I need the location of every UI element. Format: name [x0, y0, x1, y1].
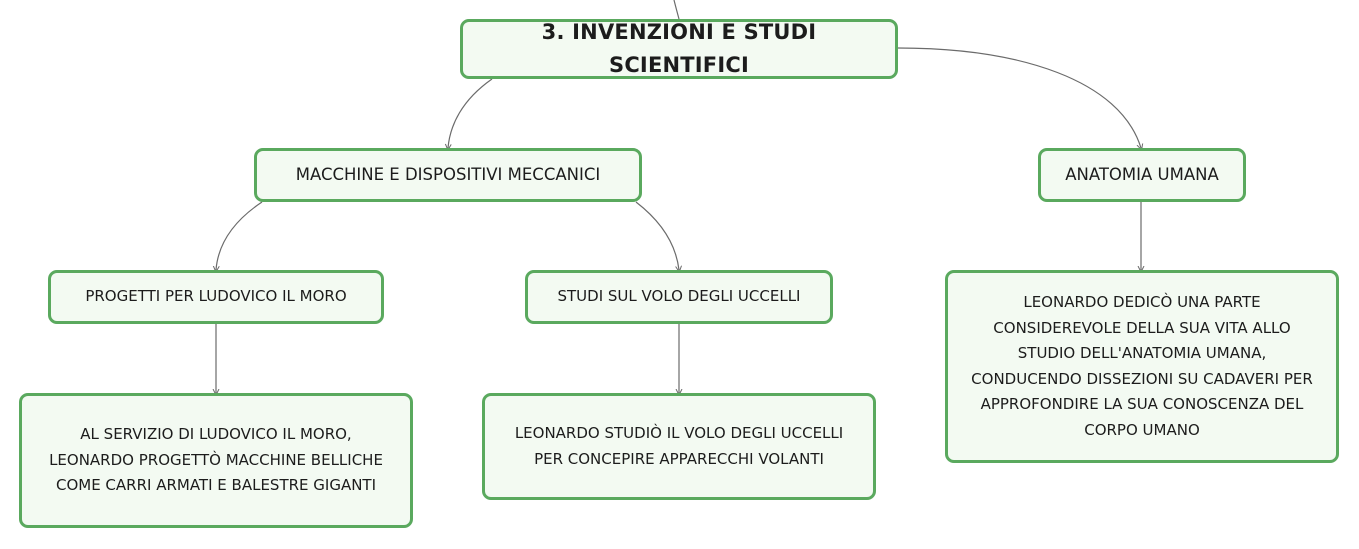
subtopic-node-label: PROGETTI PER LUDOVICO IL MORO [85, 287, 347, 306]
detail-line: LEONARDO PROGETTÒ MACCHINE BELLICHE [49, 450, 383, 469]
branch-node-machines[interactable]: MACCHINE E DISPOSITIVI MECCANICI [254, 148, 642, 202]
detail-text: LEONARDO STUDIÒ IL VOLO DEGLI UCCELLI PE… [515, 421, 843, 472]
detail-line: COME CARRI ARMATI E BALESTRE GIGANTI [55, 476, 377, 495]
detail-line: STUDIO DELL'ANATOMIA UMANA, [1017, 344, 1267, 362]
subtopic-node-projects[interactable]: PROGETTI PER LUDOVICO IL MORO [48, 270, 384, 324]
detail-node-projects[interactable]: AL SERVIZIO DI LUDOVICO IL MORO, LEONARD… [19, 393, 413, 528]
detail-line: CONSIDEREVOLE DELLA SUA VITA ALLO [993, 318, 1291, 337]
detail-text: AL SERVIZIO DI LUDOVICO IL MORO, LEONARD… [49, 422, 383, 499]
connector-root-to-anatomy [897, 47, 1141, 148]
connector-incoming [673, 0, 680, 20]
detail-line: LEONARDO STUDIÒ IL VOLO DEGLI UCCELLI [514, 424, 844, 442]
connector-machines-to-projects [216, 201, 263, 270]
subtopic-node-label: STUDI SUL VOLO DEGLI UCCELLI [557, 287, 801, 306]
branch-node-anatomy[interactable]: ANATOMIA UMANA [1038, 148, 1246, 202]
connector-machines-to-flight [635, 201, 679, 270]
detail-line: CONDUCENDO DISSEZIONI SU CADAVERI PER [971, 369, 1313, 388]
detail-line: APPROFONDIRE LA SUA CONOSCENZA DEL [980, 395, 1304, 413]
branch-node-label: ANATOMIA UMANA [1065, 165, 1219, 185]
branch-node-label: MACCHINE E DISPOSITIVI MECCANICI [295, 165, 601, 185]
subtopic-node-flight[interactable]: STUDI SUL VOLO DEGLI UCCELLI [525, 270, 833, 324]
detail-node-flight[interactable]: LEONARDO STUDIÒ IL VOLO DEGLI UCCELLI PE… [482, 393, 876, 500]
connector-root-to-machines [448, 78, 493, 148]
detail-line: LEONARDO DEDICÒ UNA PARTE [1023, 293, 1261, 311]
detail-line: PER CONCEPIRE APPARECCHI VOLANTI [534, 449, 824, 468]
detail-line: AL SERVIZIO DI LUDOVICO IL MORO, [80, 425, 352, 444]
detail-line: CORPO UMANO [1084, 420, 1200, 439]
detail-node-anatomy[interactable]: LEONARDO DEDICÒ UNA PARTE CONSIDEREVOLE … [945, 270, 1339, 463]
root-node-label: 3. INVENZIONI E STUDI SCIENTIFICI [541, 20, 817, 77]
root-node[interactable]: 3. INVENZIONI E STUDI SCIENTIFICI [460, 19, 898, 79]
detail-text: LEONARDO DEDICÒ UNA PARTE CONSIDEREVOLE … [971, 290, 1313, 443]
